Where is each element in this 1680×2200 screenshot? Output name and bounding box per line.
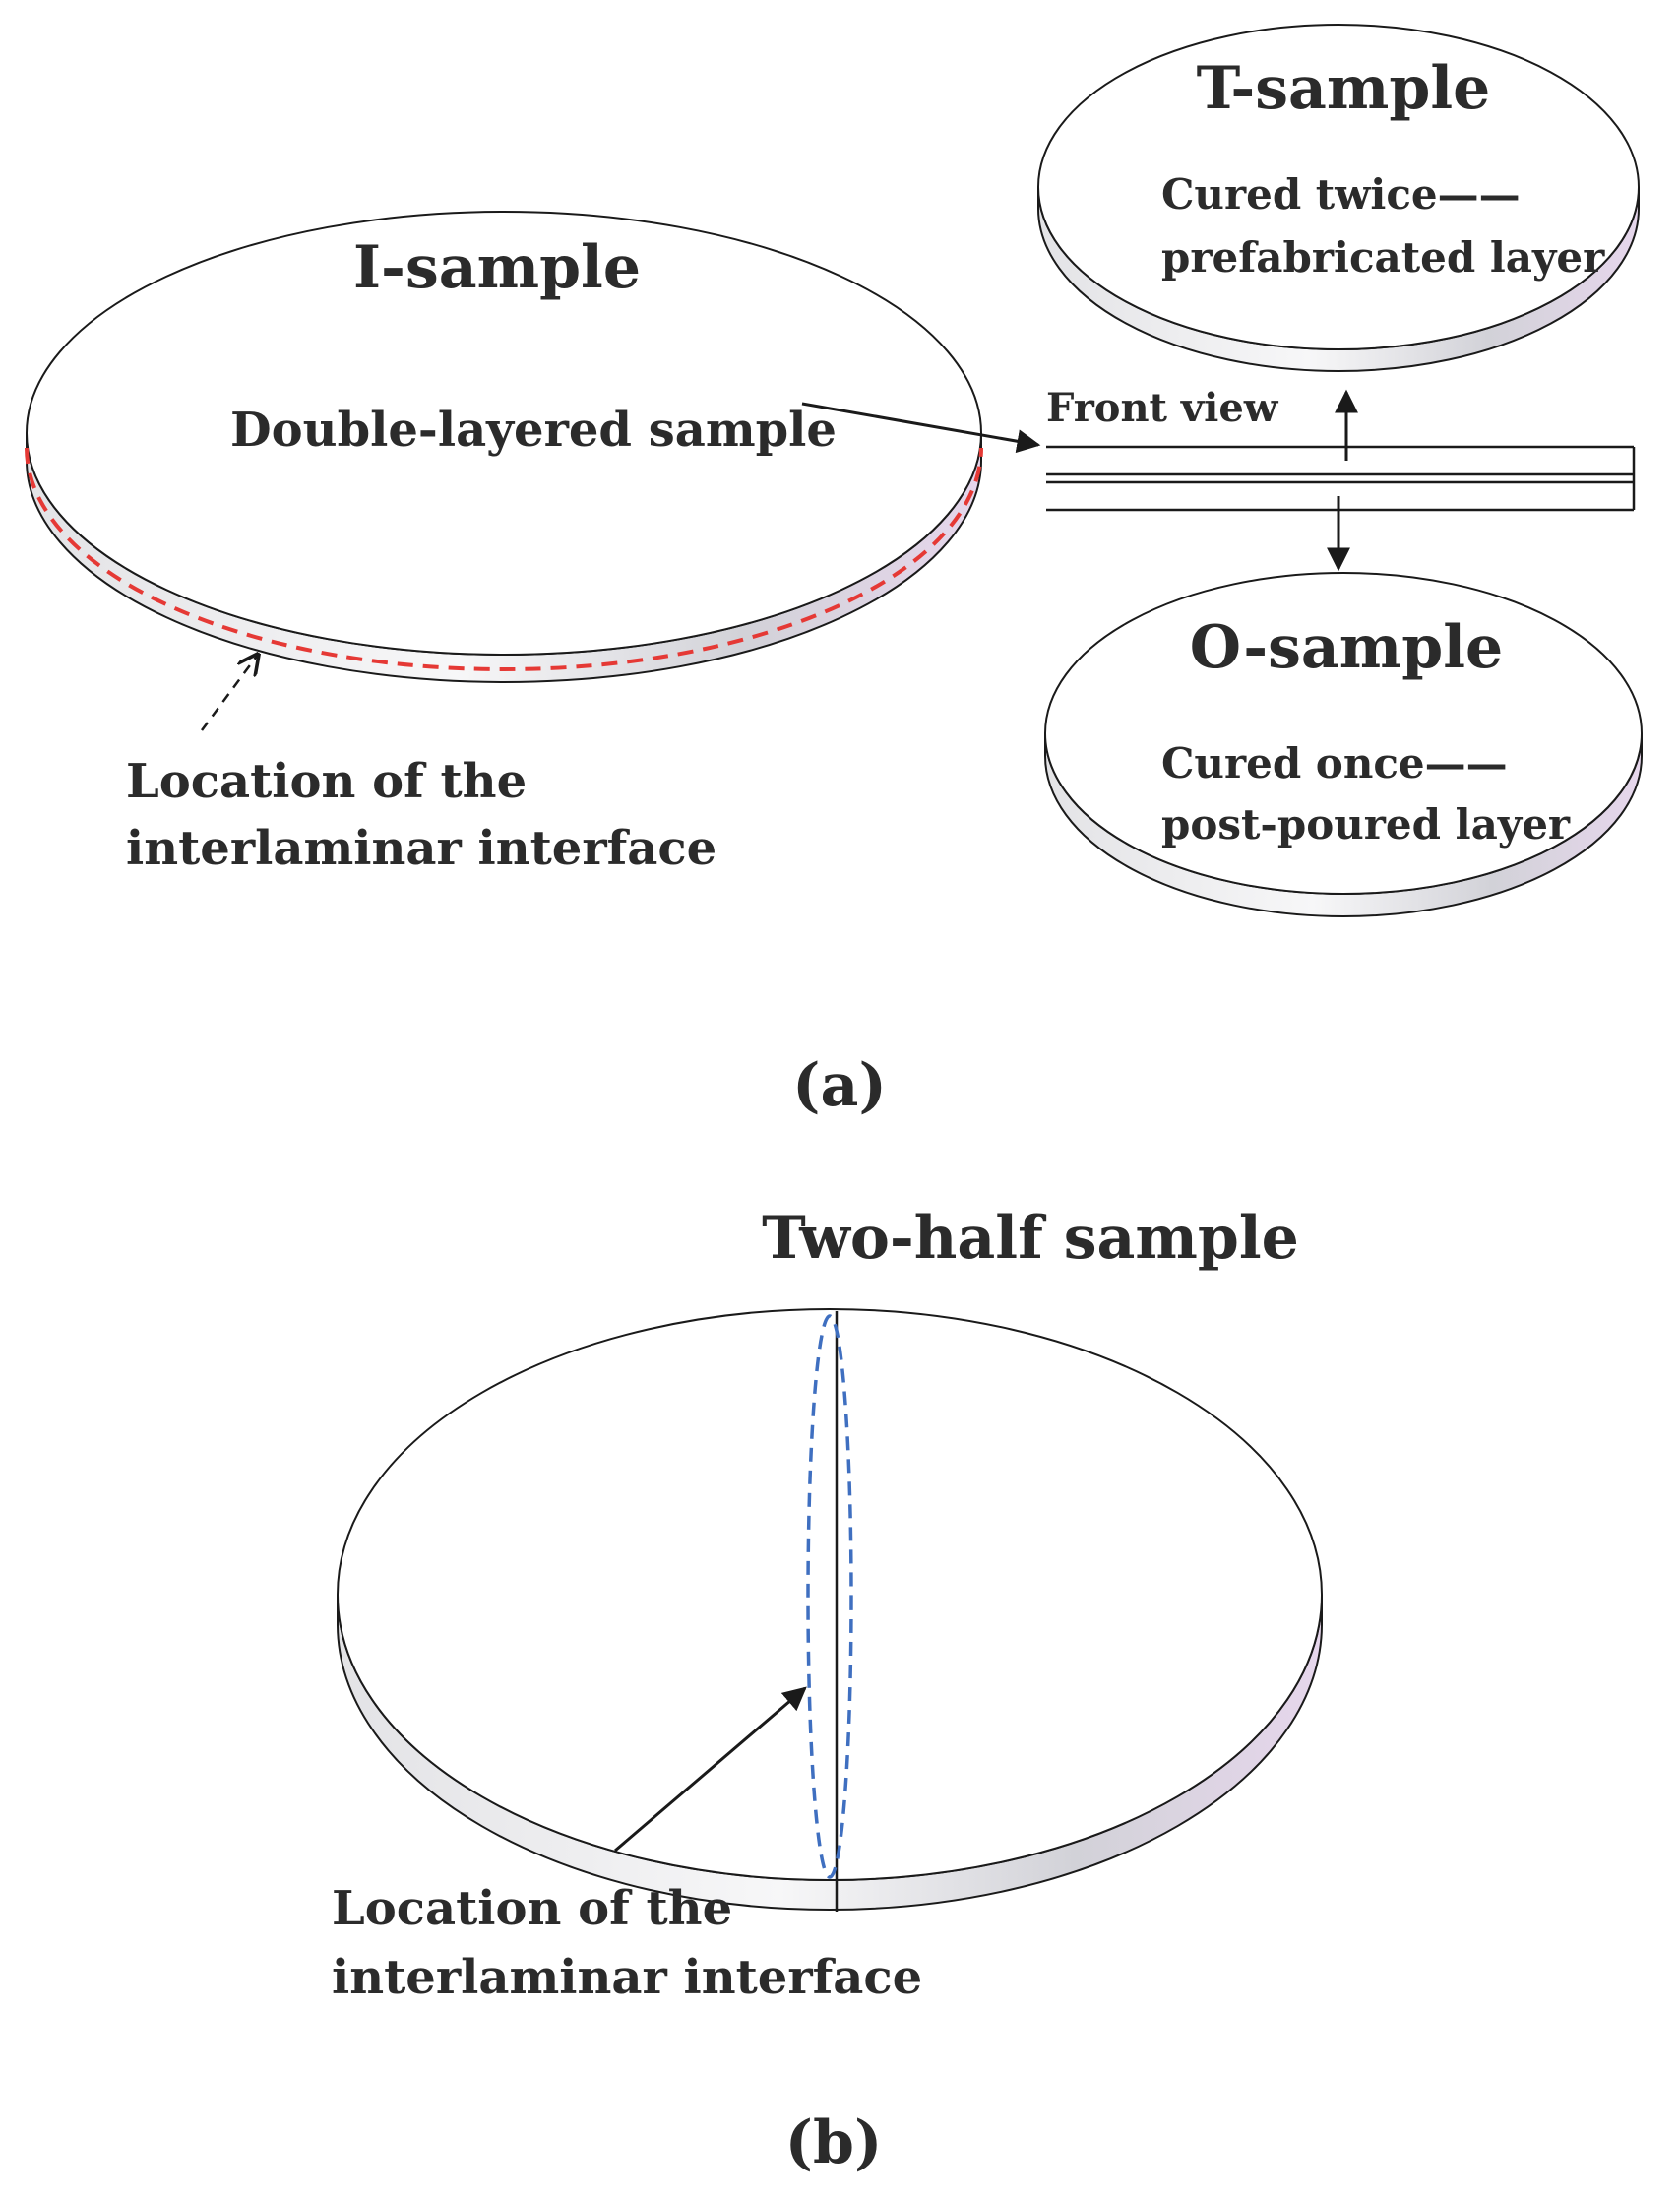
two-half-interface-label-line2: interlaminar interface bbox=[332, 1950, 922, 2005]
i-sample-interface-line bbox=[25, 447, 983, 671]
t-sample-title: T-sample bbox=[1197, 54, 1491, 123]
i-sample-interface-pointer bbox=[200, 655, 258, 731]
i-sample-title: I-sample bbox=[353, 233, 641, 302]
two-half-sample-disc bbox=[337, 1308, 1323, 1912]
o-sample-line2: post-poured layer bbox=[1161, 800, 1571, 849]
two-half-interface-ellipse bbox=[806, 1314, 853, 1879]
o-sample-title: O-sample bbox=[1190, 613, 1503, 682]
o-sample-line1: Cured once—— bbox=[1161, 739, 1508, 787]
panel-b-caption: (b) bbox=[785, 2108, 883, 2177]
t-sample-disc bbox=[1037, 24, 1640, 372]
i-sample-disc bbox=[25, 211, 983, 683]
i-sample-interface-label-line2: interlaminar interface bbox=[126, 821, 716, 876]
panel-a-caption: (a) bbox=[792, 1051, 887, 1120]
t-sample-line1: Cured twice—— bbox=[1161, 170, 1521, 219]
front-view-label: Front view bbox=[1046, 385, 1279, 431]
t-sample-line2: prefabricated layer bbox=[1161, 233, 1605, 282]
front-view-pointer bbox=[801, 402, 1041, 454]
o-sample-disc bbox=[1044, 572, 1643, 917]
two-half-sample-title: Two-half sample bbox=[762, 1204, 1299, 1273]
i-sample-subtitle: Double-layered sample bbox=[230, 403, 837, 458]
two-half-interface-pointer bbox=[614, 1686, 807, 1853]
two-half-interface-label-line1: Location of the bbox=[332, 1881, 732, 1936]
i-sample-interface-label-line1: Location of the bbox=[126, 754, 527, 809]
